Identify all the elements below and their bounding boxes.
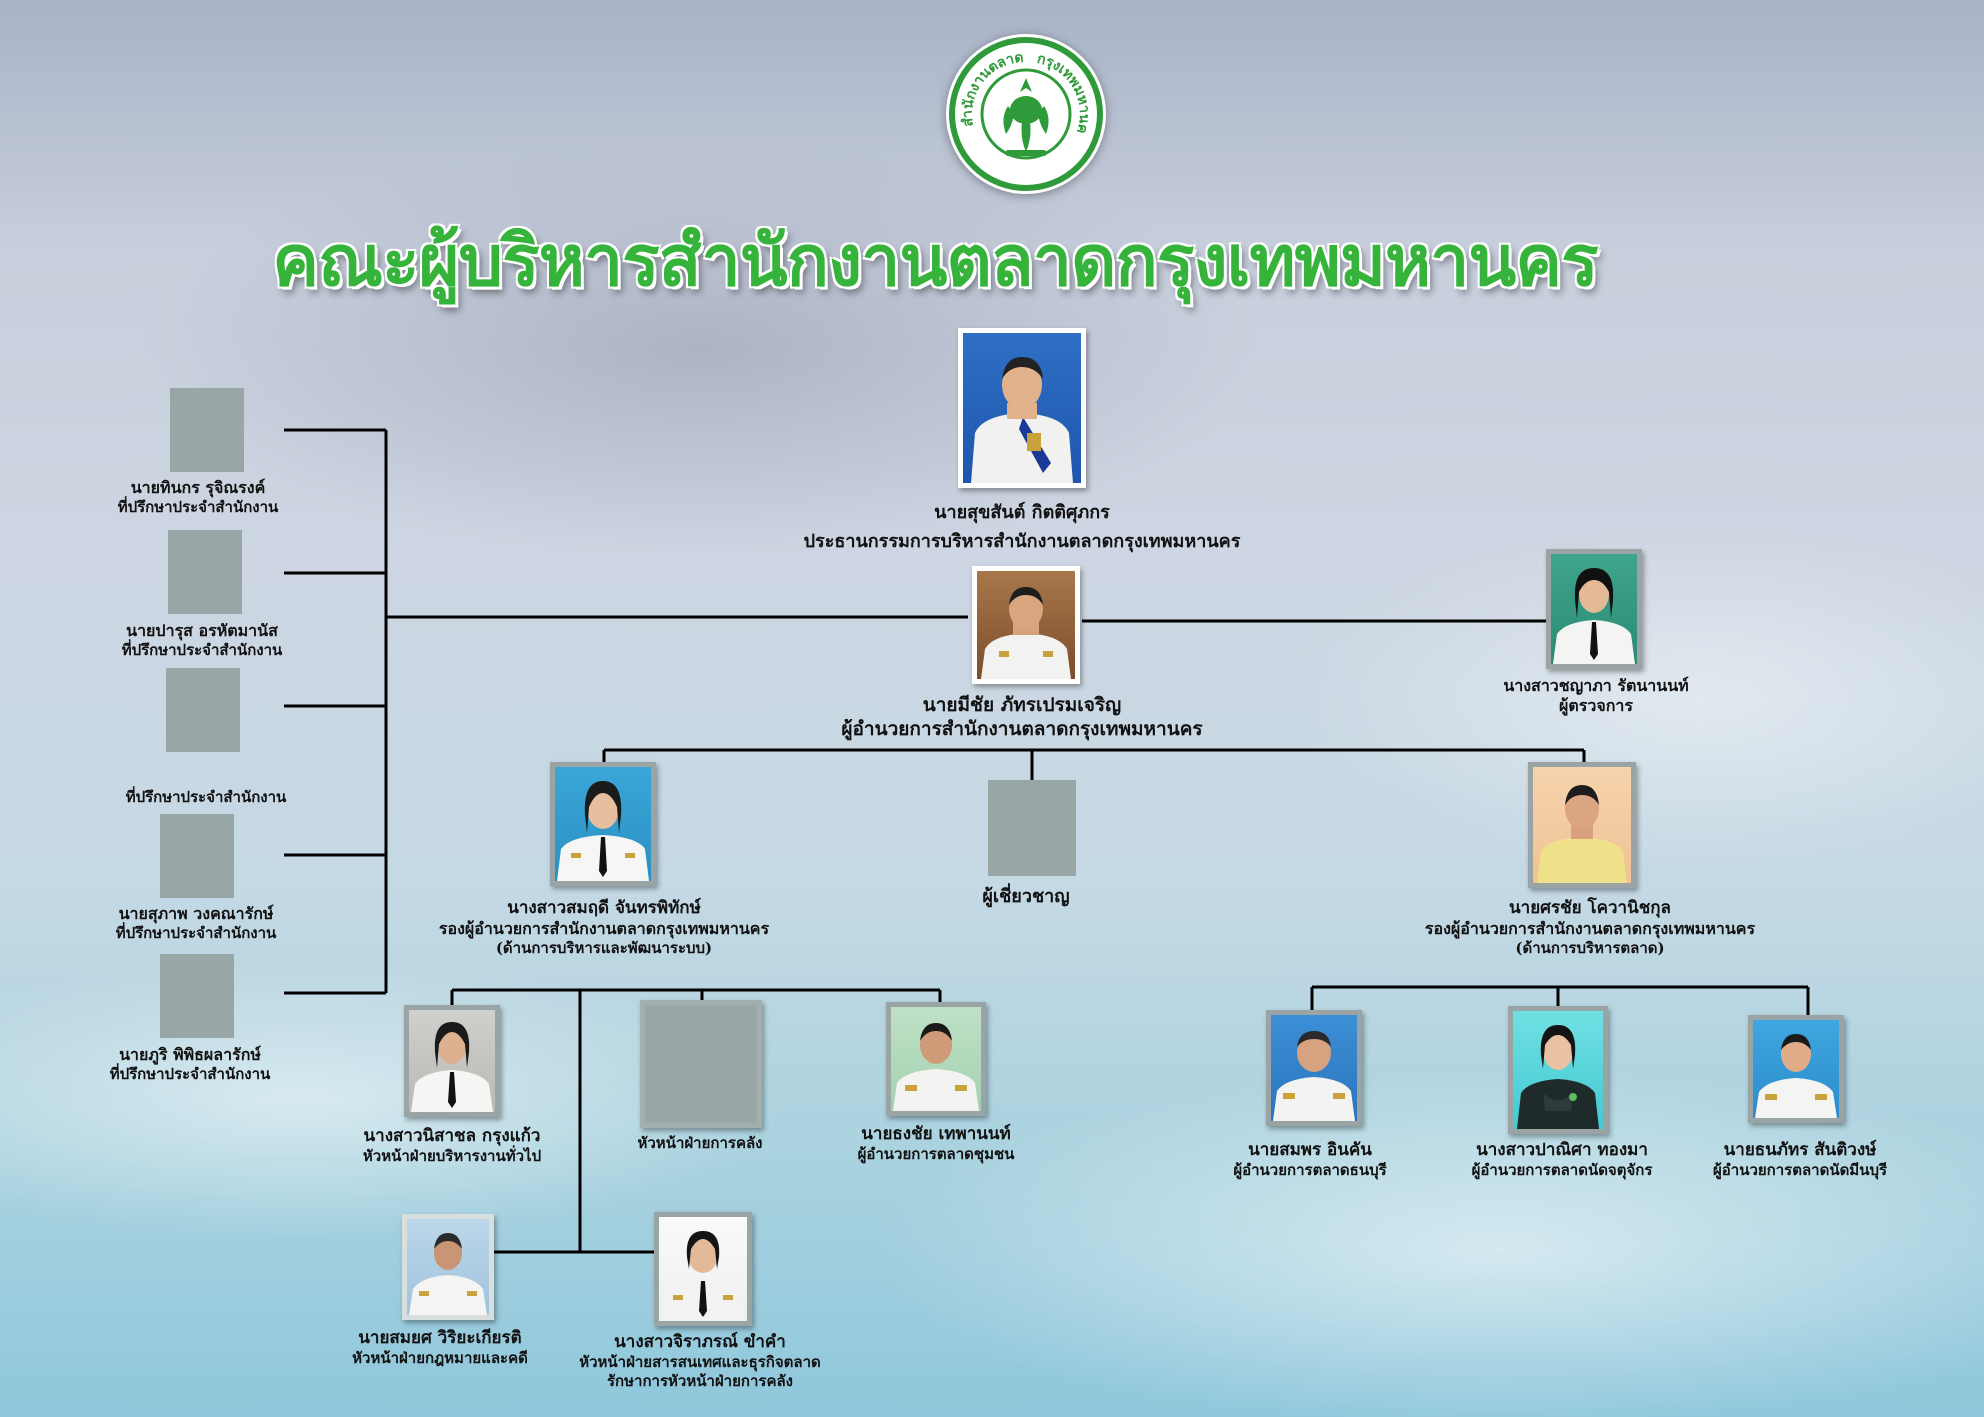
- advisor-role: ที่ปรึกษาประจำสำนักงาน: [109, 1065, 271, 1083]
- advisor-caption: นายทินกร รุจิณรงค์ ที่ปรึกษาประจำสำนักงา…: [118, 478, 279, 517]
- chairman-role: ประธานกรรมการบริหารสำนักงานตลาดกรุงเทพมห…: [803, 530, 1241, 552]
- market-director-photo: [1748, 1015, 1844, 1123]
- deputy-market-role: รองผู้อำนวยการสำนักงานตลาดกรุงเทพมหานคร: [1424, 919, 1756, 939]
- inspector-photo: [1546, 549, 1642, 669]
- advisor-name: นายทินกร รุจิณรงค์: [130, 478, 266, 497]
- market-director-name: นางสาวปาณิศา ทองมา: [1476, 1140, 1648, 1160]
- advisor-name: นายปารุส อรหัตมานัส: [126, 621, 278, 640]
- unit-head-photo-placeholder: [640, 1000, 762, 1128]
- deputy-admin-photo: [550, 762, 656, 886]
- market-director-role: ผู้อำนวยการตลาดธนบุรี: [1233, 1161, 1387, 1180]
- unit-head-name: นางสาวจิราภรณ์ ขำคำ: [614, 1332, 786, 1352]
- deputy-admin-area: (ด้านการบริหารและพัฒนาระบบ): [495, 939, 713, 958]
- advisor-photo-placeholder: [166, 668, 240, 752]
- unit-head-photo: [404, 1005, 500, 1117]
- director-name: นายมีชัย ภัทรเปรมเจริญ: [922, 694, 1122, 716]
- chairman-photo: [958, 328, 1086, 488]
- unit-head-caption: นายสมยศ วิริยะเกียรติ หัวหน้าฝ่ายกฎหมายแ…: [352, 1328, 528, 1368]
- unit-head-name: นายสมยศ วิริยะเกียรติ: [358, 1328, 522, 1348]
- market-director-name: นายธนภัทร สันติวงษ์: [1723, 1140, 1877, 1160]
- expert-photo-placeholder: [988, 780, 1076, 876]
- chairman-name: นายสุขสันต์ กิตติศุภกร: [934, 502, 1110, 523]
- unit-head-role-acting: รักษาการหัวหน้าฝ่ายการคลัง: [607, 1372, 793, 1390]
- market-director-caption: นายสมพร อินคัน ผู้อำนวยการตลาดธนบุรี: [1233, 1140, 1386, 1180]
- advisor-photo-placeholder: [160, 954, 234, 1038]
- unit-head-role: หัวหน้าฝ่ายการคลัง: [637, 1134, 763, 1152]
- page-title: คณะผู้บริหารสำนักงานตลาดกรุงเทพมหานคร: [272, 220, 1598, 302]
- deputy-market-area: (ด้านการบริหารตลาด): [1515, 939, 1665, 958]
- expert-caption: ผู้เชี่ยวชาญ: [982, 886, 1069, 909]
- inspector-caption: นางสาวชญาภา รัตนานนท์ ผู้ตรวจการ: [1503, 676, 1688, 716]
- expert-role: ผู้เชี่ยวชาญ: [982, 886, 1070, 907]
- unit-head-role: ผู้อำนวยการตลาดชุมชน: [857, 1145, 1015, 1164]
- advisor-photo-placeholder: [168, 530, 242, 614]
- chairman-caption: นายสุขสันต์ กิตติศุภกร ประธานกรรมการบริห…: [804, 502, 1241, 553]
- unit-head-caption: นายธงชัย เทพานนท์ ผู้อำนวยการตลาดชุมชน: [858, 1124, 1015, 1164]
- unit-head-role: หัวหน้าฝ่ายสารสนเทศและธุรกิจตลาด: [579, 1353, 821, 1372]
- unit-head-name: นายธงชัย เทพานนท์: [861, 1124, 1011, 1144]
- advisor-photo-placeholder: [170, 388, 244, 472]
- advisor-caption: นายปารุส อรหัตมานัส ที่ปรึกษาประจำสำนักง…: [122, 621, 283, 660]
- market-director-photo: [1508, 1006, 1608, 1134]
- advisor-name: นายภูริ พิพิธผลารักษ์: [119, 1045, 261, 1064]
- deputy-market-photo: [1528, 762, 1636, 888]
- unit-head-photo: [654, 1212, 752, 1326]
- market-director-caption: นายธนภัทร สันติวงษ์ ผู้อำนวยการตลาดนัดมี…: [1713, 1140, 1887, 1180]
- deputy-admin-role: รองผู้อำนวยการสำนักงานตลาดกรุงเทพมหานคร: [438, 919, 770, 939]
- market-director-caption: นางสาวปาณิศา ทองมา ผู้อำนวยการตลาดนัดจตุ…: [1472, 1140, 1653, 1180]
- unit-head-photo: [402, 1214, 494, 1320]
- inspector-name: นางสาวชญาภา รัตนานนท์: [1503, 676, 1689, 695]
- advisor-caption: ที่ปรึกษาประจำสำนักงาน: [126, 788, 287, 807]
- advisor-role: ที่ปรึกษาประจำสำนักงาน: [121, 641, 283, 659]
- unit-head-role: หัวหน้าฝ่ายบริหารงานทั่วไป: [362, 1147, 542, 1166]
- market-director-name: นายสมพร อินคัน: [1248, 1140, 1372, 1160]
- unit-head-caption: หัวหน้าฝ่ายการคลัง: [638, 1134, 763, 1153]
- advisor-photo-placeholder: [160, 814, 234, 898]
- unit-head-caption: นางสาวนิสาชล กรุงแก้ว หัวหน้าฝ่ายบริหารง…: [363, 1126, 541, 1166]
- unit-head-photo: [886, 1002, 986, 1116]
- director-photo: [972, 566, 1080, 684]
- unit-head-name: นางสาวนิสาชล กรุงแก้ว: [363, 1126, 541, 1146]
- advisor-role: ที่ปรึกษาประจำสำนักงาน: [115, 924, 277, 942]
- deputy-market-caption: นายศรชัย โควานิชกุล รองผู้อำนวยการสำนักง…: [1425, 898, 1755, 958]
- director-role: ผู้อำนวยการสำนักงานตลาดกรุงเทพมหานคร: [841, 717, 1203, 740]
- market-director-role: ผู้อำนวยการตลาดนัดมีนบุรี: [1712, 1161, 1888, 1180]
- advisor-caption: นายภูริ พิพิธผลารักษ์ ที่ปรึกษาประจำสำนั…: [110, 1045, 271, 1084]
- advisor-name: นายสุภาพ วงคณารักษ์: [118, 904, 274, 923]
- advisor-role: ที่ปรึกษาประจำสำนักงาน: [125, 788, 287, 806]
- deputy-admin-caption: นางสาวสมฤดี จันทรพิทักษ์ รองผู้อำนวยการส…: [439, 898, 769, 958]
- unit-head-role: หัวหน้าฝ่ายกฎหมายและคดี: [352, 1349, 528, 1368]
- director-caption: นายมีชัย ภัทรเปรมเจริญ ผู้อำนวยการสำนักง…: [841, 694, 1202, 742]
- deputy-admin-name: นางสาวสมฤดี จันทรพิทักษ์: [507, 898, 701, 918]
- advisor-role: ที่ปรึกษาประจำสำนักงาน: [117, 498, 279, 516]
- unit-head-caption: นางสาวจิราภรณ์ ขำคำ หัวหน้าฝ่ายสารสนเทศแ…: [579, 1332, 821, 1391]
- inspector-role: ผู้ตรวจการ: [1559, 696, 1633, 715]
- market-director-photo: [1266, 1010, 1362, 1126]
- bangkok-market-seal-icon: สำนักงานตลาด กรุงเทพมหานคร: [946, 34, 1106, 194]
- deputy-market-name: นายศรชัย โควานิชกุล: [1509, 898, 1671, 918]
- advisor-caption: นายสุภาพ วงคณารักษ์ ที่ปรึกษาประจำสำนักง…: [116, 904, 277, 943]
- market-director-role: ผู้อำนวยการตลาดนัดจตุจักร: [1471, 1161, 1653, 1180]
